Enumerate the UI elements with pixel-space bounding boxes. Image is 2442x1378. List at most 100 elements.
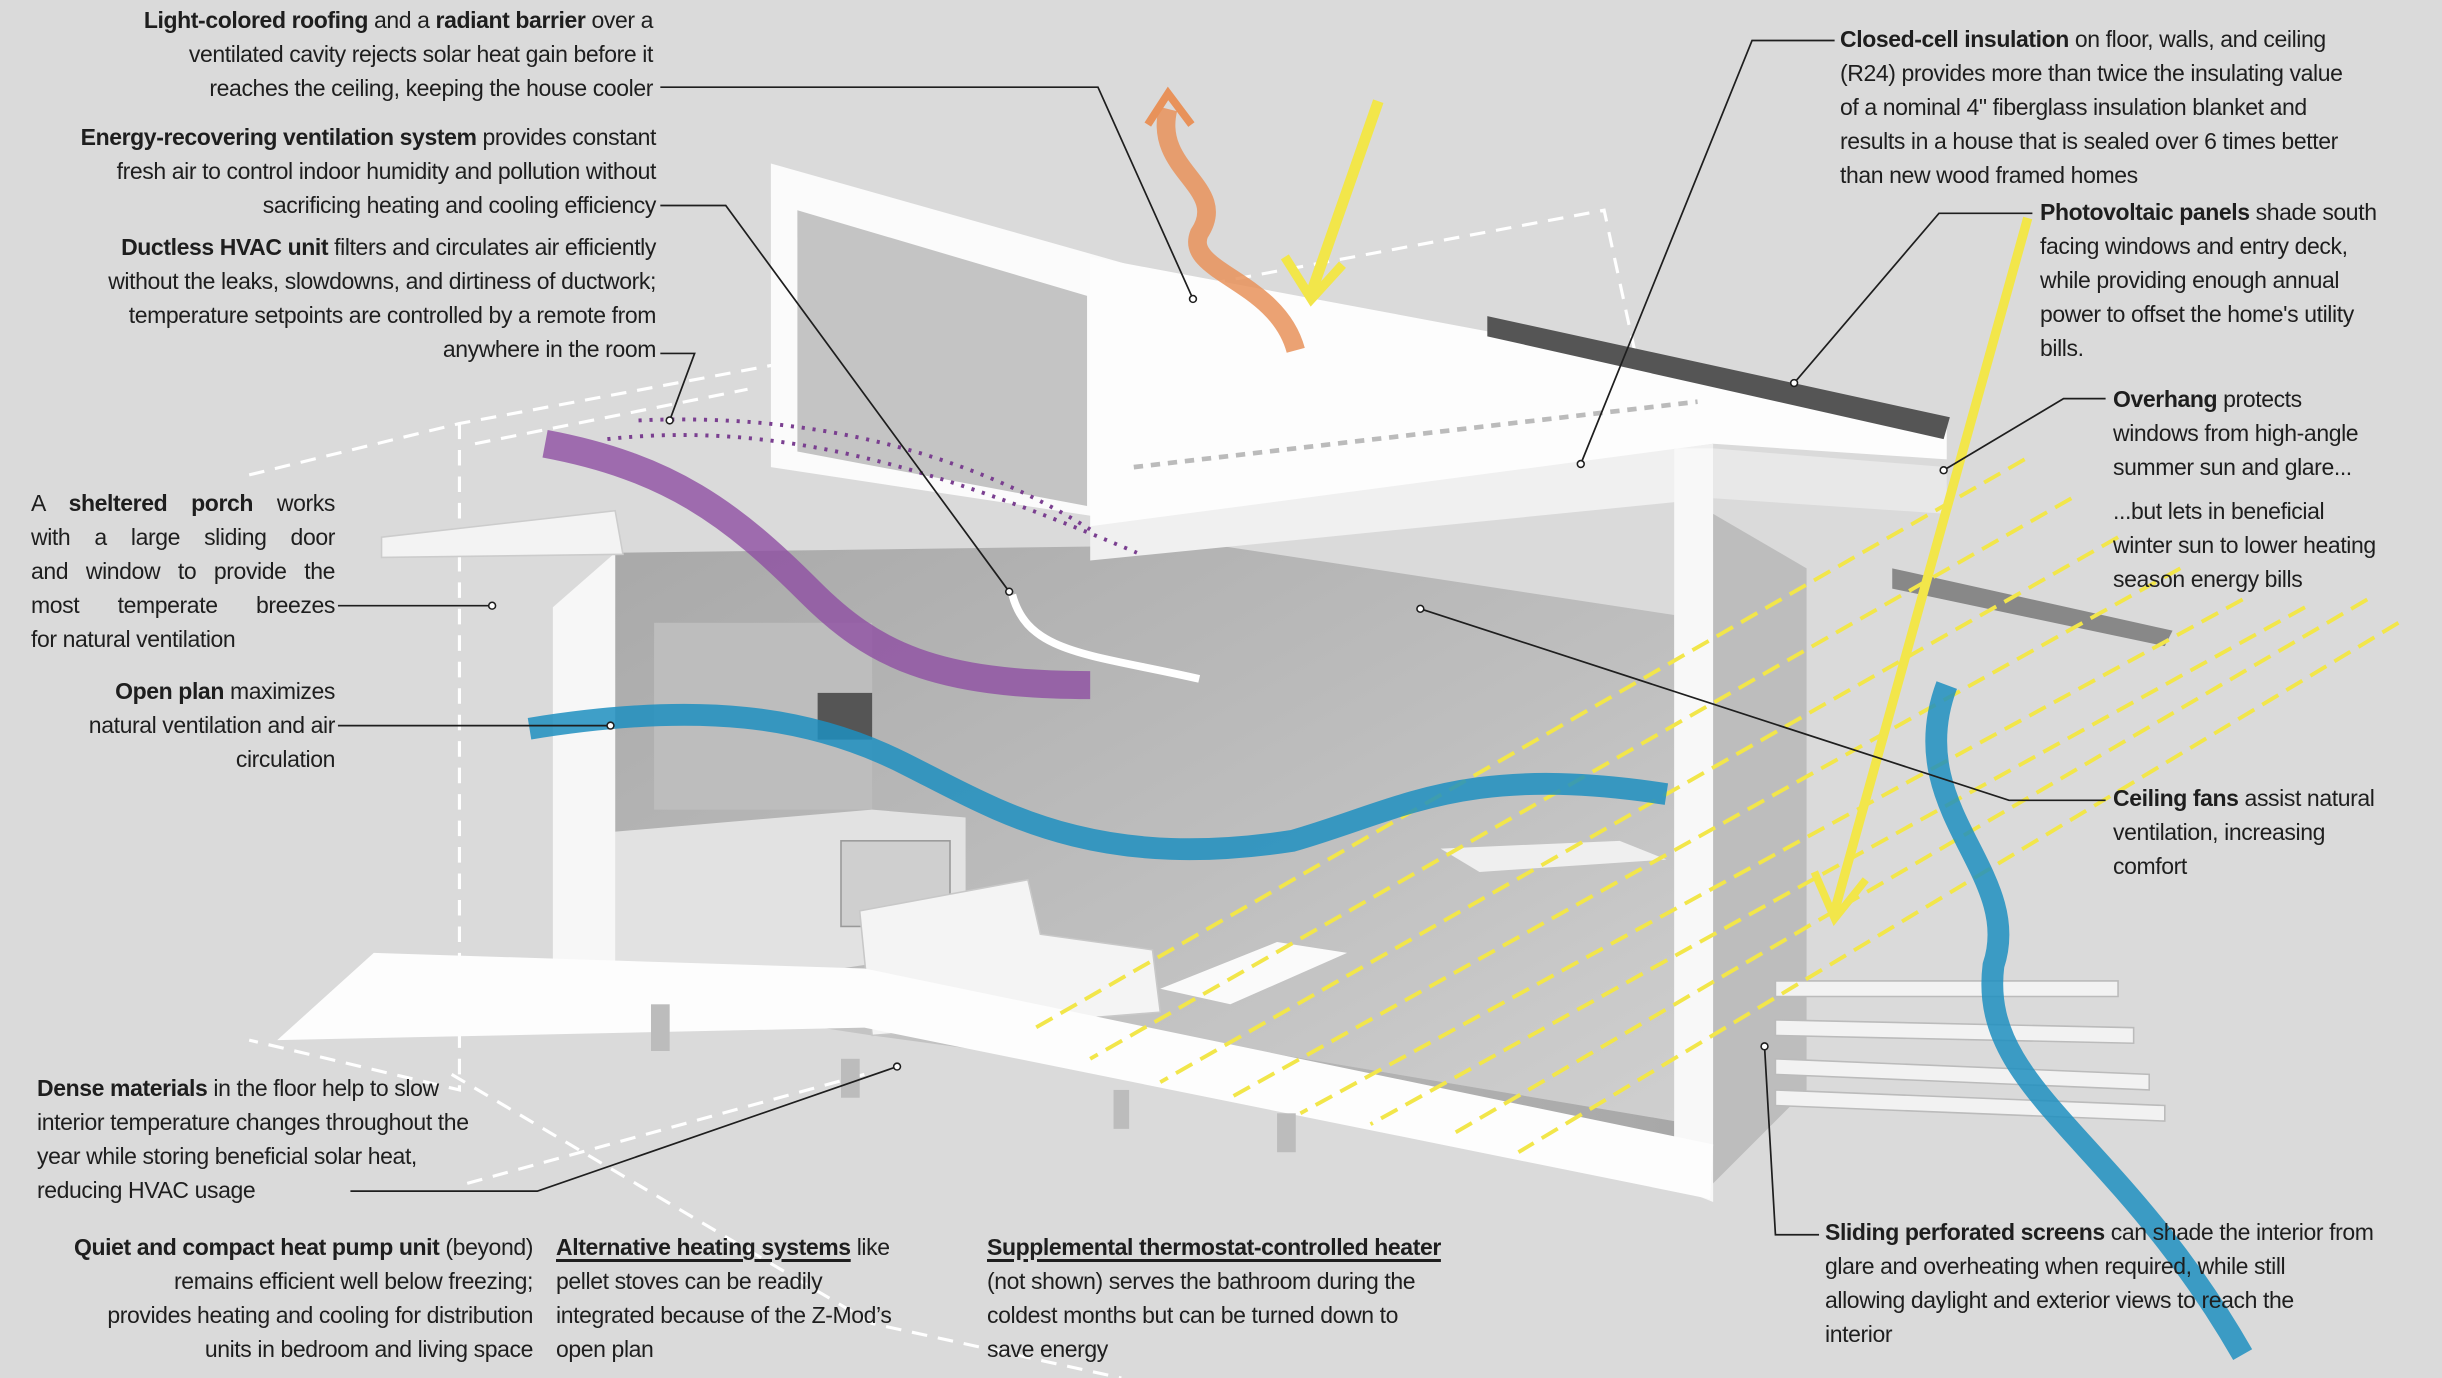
- callout-text: filters and circulates air efficiently: [328, 234, 656, 260]
- callout-heading: sheltered porch: [68, 490, 254, 516]
- callout-line: summer sun and glare...: [2113, 450, 2358, 484]
- callout-line: temperature setpoints are controlled by …: [108, 298, 657, 332]
- callout-heading: Quiet and compact heat pump unit: [73, 1234, 440, 1260]
- callout-text: integrated because of the Z-Mod’s: [556, 1302, 892, 1328]
- callout-closed: Closed-cell insulation on floor, walls, …: [1840, 22, 2343, 192]
- callout-line: Sliding perforated screens can shade the…: [1825, 1215, 2374, 1249]
- summer-sun-ray: [1830, 216, 2033, 913]
- callout-heading: radiant barrier: [435, 7, 586, 33]
- callout-text: anywhere in the room: [442, 336, 657, 362]
- callout-text: interior: [1825, 1321, 1893, 1347]
- callout-winter: ...but lets in beneficial winter sun to l…: [2113, 494, 2376, 596]
- callout-line: open plan: [556, 1332, 891, 1366]
- callout-line: than new wood framed homes: [1840, 158, 2342, 192]
- roof-section: [1090, 256, 1947, 530]
- callout-text: like: [850, 1234, 890, 1260]
- solar-gain-arrow: [1306, 99, 1384, 295]
- callout-line: sacrificing heating and cooling efficien…: [81, 188, 657, 222]
- porch-roof: [380, 509, 624, 559]
- callout-text: A: [31, 490, 69, 516]
- callout-line: Supplemental thermostat-controlled heate…: [987, 1230, 1441, 1264]
- callout-line: Energy-recovering ventilation system pro…: [80, 120, 657, 154]
- callout-text: (beyond): [439, 1234, 533, 1260]
- callout-line: ventilation, increasing: [2113, 815, 2374, 849]
- callout-text: assist natural: [2238, 785, 2375, 811]
- callout-text: windows from high-angle: [2113, 420, 2359, 446]
- callout-open: Open plan maximizes natural ventilation a…: [88, 674, 336, 776]
- overhang: [1713, 448, 1947, 514]
- callout-line: without the leaks, slowdowns, and dirtin…: [108, 264, 656, 298]
- callout-line: pellet stoves can be readily: [556, 1264, 891, 1298]
- callout-text: year while storing beneficial solar heat…: [37, 1143, 417, 1169]
- callout-text: units in bedroom and living space: [204, 1336, 534, 1362]
- callout-text: sacrificing heating and cooling efficien…: [262, 192, 657, 218]
- callout-text: remains efficient well below freezing;: [174, 1268, 533, 1294]
- callout-erv: Energy-recovering ventilation system pro…: [80, 120, 657, 222]
- callout-heading: Closed-cell insulation: [1840, 26, 2069, 52]
- callout-fans: Ceiling fans assist natural ventilation, …: [2113, 781, 2375, 883]
- winter-sun-rays: [1034, 457, 2400, 1154]
- callout-line: fresh air to control indoor humidity and…: [81, 154, 657, 188]
- callout-text: provides constant: [476, 124, 657, 150]
- callout-line: and window to provide the: [31, 554, 335, 588]
- ventilation-ribbon: [542, 429, 1091, 700]
- callout-text: on floor, walls, and ceiling: [2068, 26, 2326, 52]
- callout-text: can shade the interior from: [2104, 1219, 2374, 1245]
- callout-heading: Open plan: [115, 678, 224, 704]
- callout-text: natural ventilation and air: [88, 712, 336, 738]
- callout-supp: Supplemental thermostat-controlled heate…: [987, 1230, 1441, 1366]
- callout-pump: Quiet and compact heat pump unit (beyond…: [74, 1230, 533, 1366]
- callout-text: most temperate breezes: [31, 592, 335, 618]
- callout-text: facing windows and entry deck,: [2040, 233, 2348, 259]
- callout-heading: Ductless HVAC unit: [121, 234, 329, 260]
- callout-text: (R24) provides more than twice the insul…: [1840, 60, 2343, 86]
- screens: [1713, 513, 1807, 1184]
- callout-line: for natural ventilation: [31, 622, 335, 656]
- photovoltaic-panel: [1487, 316, 1950, 440]
- callout-line: while providing enough annual: [2040, 263, 2377, 297]
- callout-line: Open plan maximizes: [89, 674, 335, 708]
- callout-line: units in bedroom and living space: [74, 1332, 534, 1366]
- callout-line: (R24) provides more than twice the insul…: [1840, 56, 2343, 90]
- callout-line: facing windows and entry deck,: [2040, 229, 2377, 263]
- callout-text: circulation: [235, 746, 336, 772]
- hvac-airflow: [1008, 593, 1201, 683]
- callout-text: season energy bills: [2113, 566, 2303, 592]
- callout-text: with a large sliding door: [31, 524, 335, 550]
- right-wall: [1674, 448, 1714, 1203]
- callout-line: winter sun to lower heating: [2113, 528, 2376, 562]
- callout-heading: Light-colored roofing: [143, 7, 369, 33]
- left-wall: [552, 552, 616, 1013]
- deck-steps: [1774, 980, 2166, 1122]
- callout-porch: A sheltered porch works with a large slid…: [31, 486, 335, 656]
- callout-line: A sheltered porch works: [31, 486, 335, 520]
- callout-text: in the floor help to slow: [207, 1075, 439, 1101]
- right-porch-roof: [1892, 568, 2173, 647]
- callout-text: and a: [367, 7, 436, 33]
- callout-line: Dense materials in the floor help to slo…: [37, 1071, 469, 1105]
- callout-roof: Light-colored roofing and a radiant barr…: [143, 3, 654, 105]
- callout-heading: Energy-recovering ventilation system: [80, 124, 477, 150]
- callout-line: Ceiling fans assist natural: [2113, 781, 2375, 815]
- callout-screens: Sliding perforated screens can shade the…: [1825, 1215, 2374, 1351]
- callout-text: temperature setpoints are controlled by …: [128, 302, 657, 328]
- callout-text: ...but lets in beneficial: [2113, 498, 2325, 524]
- callout-text: provides heating and cooling for distrib…: [107, 1302, 533, 1328]
- callout-line: Alternative heating systems like: [556, 1230, 891, 1264]
- callout-heading: Overhang: [2113, 386, 2218, 412]
- callout-line: with a large sliding door: [31, 520, 335, 554]
- callout-text: interior temperature changes throughout …: [37, 1109, 469, 1135]
- callout-text: coldest months but can be turned down to: [987, 1302, 1399, 1328]
- callout-text: of a nominal 4" fiberglass insulation bl…: [1840, 94, 2307, 120]
- callout-text: comfort: [2113, 853, 2187, 879]
- callout-text: ventilation, increasing: [2113, 819, 2325, 845]
- callout-heading: Alternative heating systems: [556, 1234, 851, 1260]
- callout-text: summer sun and glare...: [2113, 454, 2352, 480]
- callout-line: Quiet and compact heat pump unit (beyond…: [74, 1230, 533, 1264]
- callout-line: comfort: [2113, 849, 2374, 883]
- callout-text: save energy: [987, 1336, 1108, 1362]
- callout-text: maximizes: [223, 678, 335, 704]
- callout-text: power to offset the home's utility: [2040, 301, 2354, 327]
- callout-line: season energy bills: [2113, 562, 2376, 596]
- callout-text: bills.: [2040, 335, 2084, 361]
